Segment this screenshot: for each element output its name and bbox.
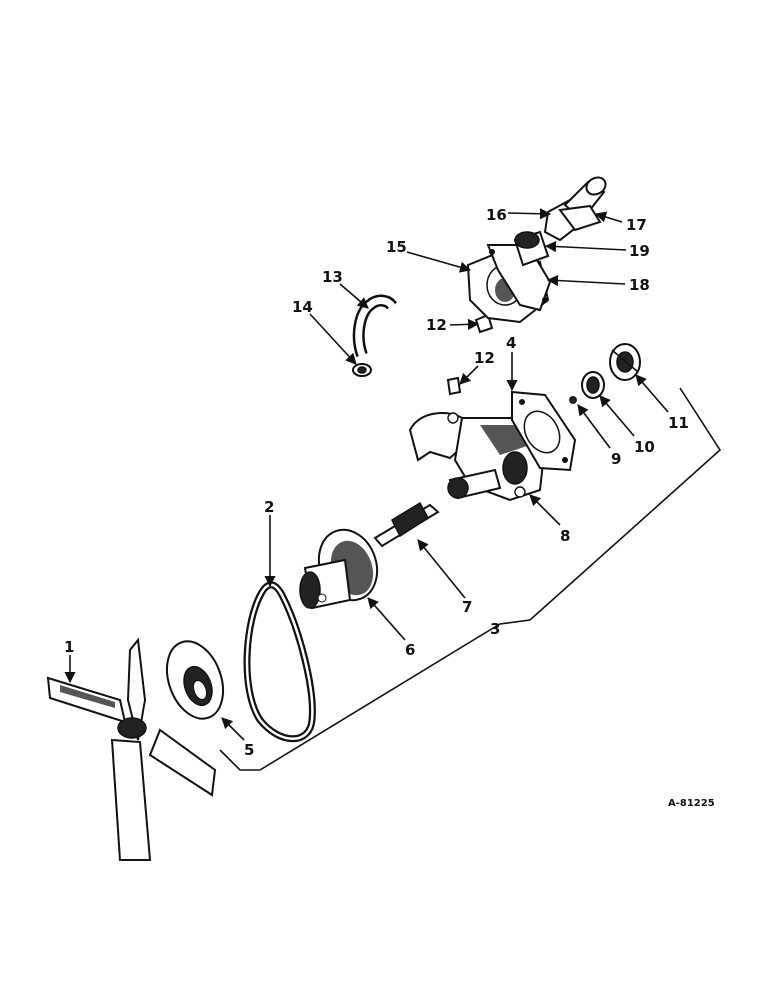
water-pump-pulley: [299, 528, 379, 610]
pump-seal: [581, 371, 605, 399]
callout-2: 2: [264, 498, 274, 516]
callout-12-lower: 12: [474, 349, 495, 367]
callout-15: 15: [386, 238, 407, 256]
pump-shaft: [373, 501, 440, 548]
callout-labels: 1 2 3 4 5 6 7 8 9 10 11 12 12 13 14 15 1…: [64, 206, 689, 759]
pump-gasket: [511, 390, 577, 472]
leader-lines: [64, 208, 669, 741]
fan-pulley-spacer: [165, 640, 225, 720]
callout-16: 16: [486, 206, 507, 224]
bypass-hose: [352, 294, 397, 357]
callout-1: 1: [64, 638, 74, 656]
drawing-code: A-81225: [668, 798, 715, 809]
callout-8: 8: [560, 527, 570, 545]
callout-4: 4: [506, 334, 516, 352]
callout-6: 6: [405, 641, 415, 659]
pump-impeller: [609, 343, 641, 381]
fan-belt: [243, 581, 316, 743]
dowel-pin-lower: [446, 376, 462, 396]
callout-13: 13: [322, 268, 343, 286]
hose-clamp: [352, 363, 372, 377]
thermostat: [513, 230, 550, 267]
assembly-bracket-line: [219, 387, 722, 771]
callout-7: 7: [462, 598, 472, 616]
fan-blade: [46, 637, 217, 861]
callout-19: 19: [629, 242, 650, 260]
callout-12-upper: 12: [426, 316, 447, 334]
callout-3: 3: [490, 620, 500, 638]
callout-17: 17: [626, 216, 647, 234]
callout-18: 18: [629, 276, 650, 294]
seal-ball: [569, 396, 577, 404]
callout-10: 10: [634, 438, 655, 456]
callout-14: 14: [292, 298, 313, 316]
callout-5: 5: [244, 741, 254, 759]
callout-11: 11: [668, 414, 689, 432]
callout-9: 9: [611, 450, 621, 468]
